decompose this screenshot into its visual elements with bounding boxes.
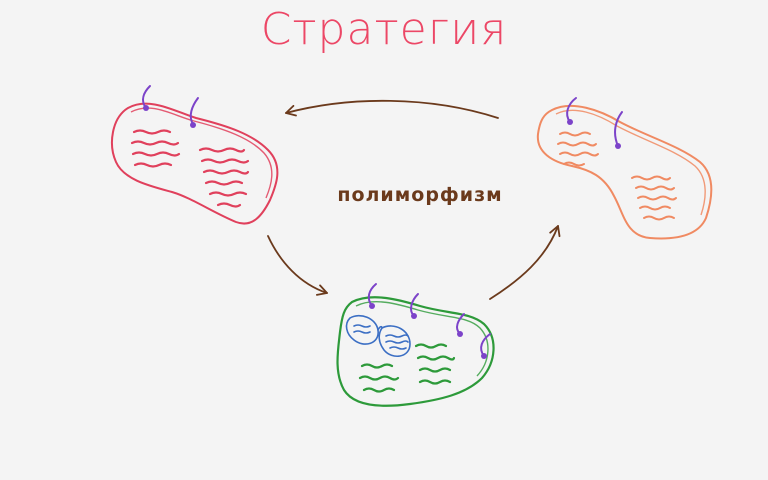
arrow-left-to-bottom: [267, 235, 328, 296]
bottom-blob: [336, 283, 495, 407]
arrow-right-to-left: [285, 99, 499, 119]
center-label: полиморфизм: [337, 184, 503, 206]
arrow-bottom-to-right: [489, 225, 561, 300]
page-title: Стратегия: [260, 4, 508, 55]
hook-icon: [367, 283, 491, 357]
hook-icon: [142, 85, 199, 125]
left-blob: [111, 85, 279, 225]
right-blob: [536, 97, 713, 240]
glasses-icon: [345, 314, 411, 357]
